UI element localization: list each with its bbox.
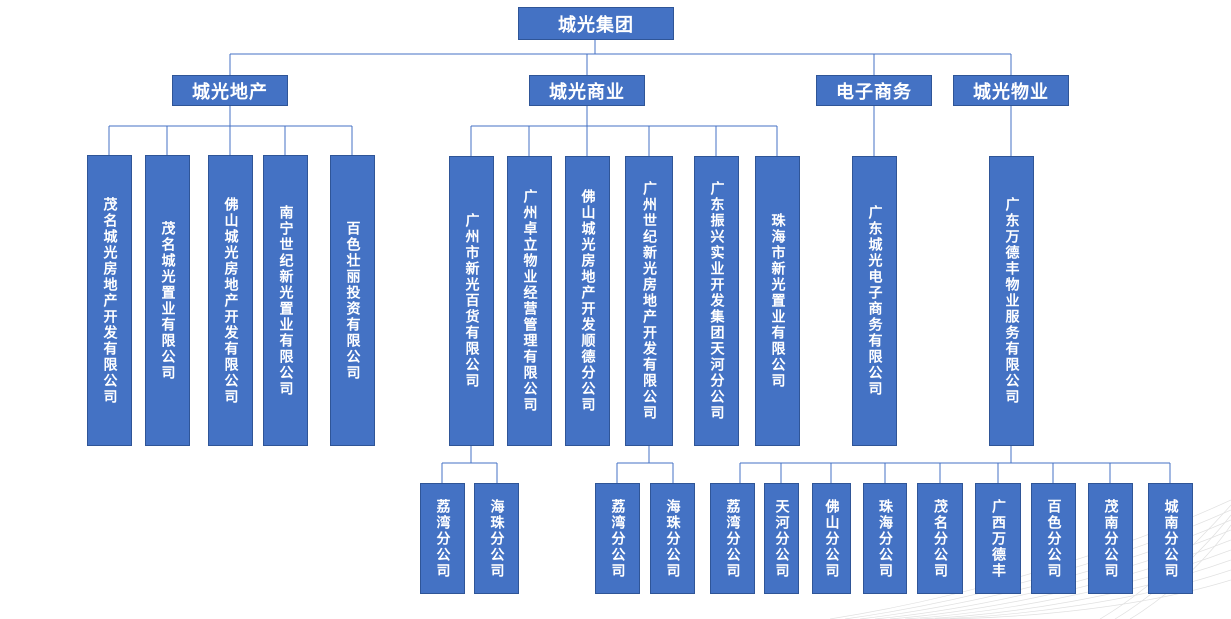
node-company: 茂名城光置业有限公司	[145, 155, 190, 446]
node-root: 城光集团	[518, 7, 674, 40]
node-company: 佛山城光房地产开发顺德分公司	[565, 156, 610, 446]
node-company: 广州卓立物业经营管理有限公司	[507, 156, 552, 446]
node-branch: 城南分公司	[1148, 483, 1193, 594]
node-company: 百色壮丽投资有限公司	[330, 155, 375, 446]
node-division-ecommerce: 电子商务	[816, 75, 932, 106]
node-branch: 天河分公司	[764, 483, 799, 594]
node-division-property: 城光物业	[953, 75, 1069, 106]
node-branch: 海珠分公司	[650, 483, 695, 594]
node-branch: 茂南分公司	[1088, 483, 1133, 594]
node-company: 南宁世纪新光置业有限公司	[263, 155, 308, 446]
node-branch: 荔湾分公司	[710, 483, 755, 594]
node-division-commerce: 城光商业	[529, 75, 645, 106]
node-company: 广州世纪新光房地产开发有限公司	[625, 156, 673, 446]
node-branch: 茂名分公司	[917, 483, 963, 594]
node-company: 广州市新光百货有限公司	[449, 156, 494, 446]
node-company: 广东万德丰物业服务有限公司	[989, 156, 1034, 446]
node-branch: 荔湾分公司	[420, 483, 465, 594]
node-branch: 海珠分公司	[474, 483, 519, 594]
node-branch: 珠海分公司	[863, 483, 907, 594]
node-division-real-estate: 城光地产	[172, 75, 288, 106]
node-branch: 佛山分公司	[812, 483, 851, 594]
node-company: 珠海市新光置业有限公司	[755, 156, 800, 446]
node-company: 佛山城光房地产开发有限公司	[208, 155, 253, 446]
node-branch: 百色分公司	[1031, 483, 1076, 594]
node-branch: 广西万德丰	[975, 483, 1021, 594]
node-company: 广东城光电子商务有限公司	[852, 156, 897, 446]
node-branch: 荔湾分公司	[595, 483, 640, 594]
node-company: 广东振兴实业开发集团天河分公司	[694, 156, 739, 446]
node-company: 茂名城光房地产开发有限公司	[87, 155, 132, 446]
